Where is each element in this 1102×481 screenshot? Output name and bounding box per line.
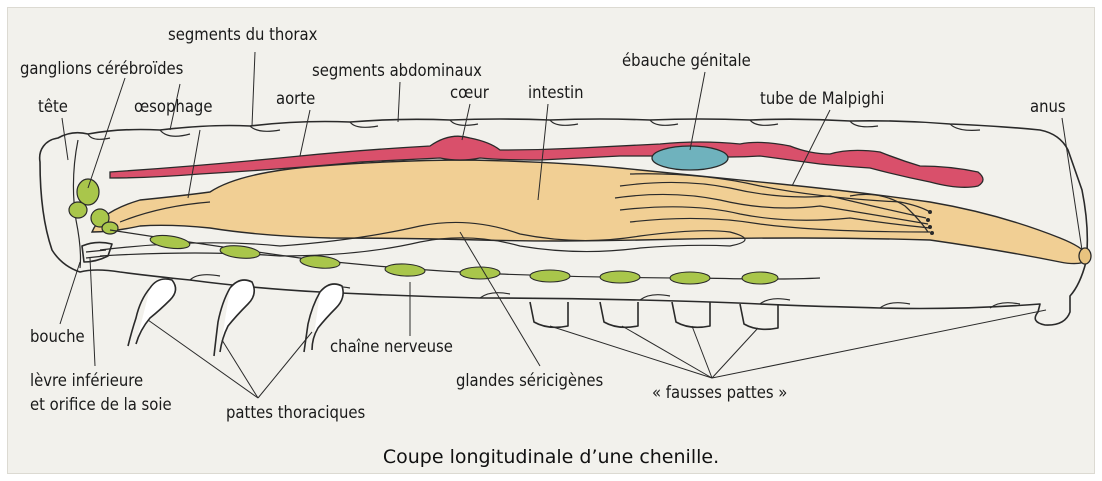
ganglions-cerebroides-shape bbox=[69, 179, 118, 234]
chaine-nerveuse-ganglia bbox=[149, 233, 778, 284]
label-tube-malpighi: tube de Malpighi bbox=[760, 89, 884, 108]
label-glandes-sericigenes: glandes séricigènes bbox=[456, 371, 604, 390]
label-bouche: bouche bbox=[30, 327, 85, 346]
figure-caption: Coupe longitudinale d’une chenille. bbox=[383, 446, 719, 468]
label-coeur: cœur bbox=[450, 83, 490, 102]
label-ebauche-genitale: ébauche génitale bbox=[622, 51, 751, 70]
label-tete: tête bbox=[38, 97, 68, 116]
label-orifice-soie: et orifice de la soie bbox=[30, 395, 172, 414]
label-oesophage: œsophage bbox=[134, 97, 213, 116]
label-anus: anus bbox=[1030, 97, 1066, 116]
mouth-lines bbox=[86, 250, 106, 258]
dorsal-segments bbox=[88, 120, 980, 139]
label-ganglions: ganglions cérébroïdes bbox=[20, 59, 184, 78]
anus-shape bbox=[1079, 248, 1091, 264]
pattes-thoraciques-shape bbox=[128, 279, 343, 356]
label-intestin: intestin bbox=[528, 83, 584, 102]
label-fausses-pattes: « fausses pattes » bbox=[652, 383, 787, 402]
fausses-pattes-shape bbox=[530, 302, 778, 329]
label-segments-abdominaux: segments abdominaux bbox=[312, 61, 482, 80]
label-levre-inferieure: lèvre inférieure bbox=[30, 371, 143, 390]
label-pattes-thoraciques: pattes thoraciques bbox=[226, 403, 366, 422]
label-segments-thorax: segments du thorax bbox=[168, 25, 318, 44]
label-chaine-nerveuse: chaîne nerveuse bbox=[330, 337, 453, 356]
label-aorte: aorte bbox=[276, 89, 315, 108]
